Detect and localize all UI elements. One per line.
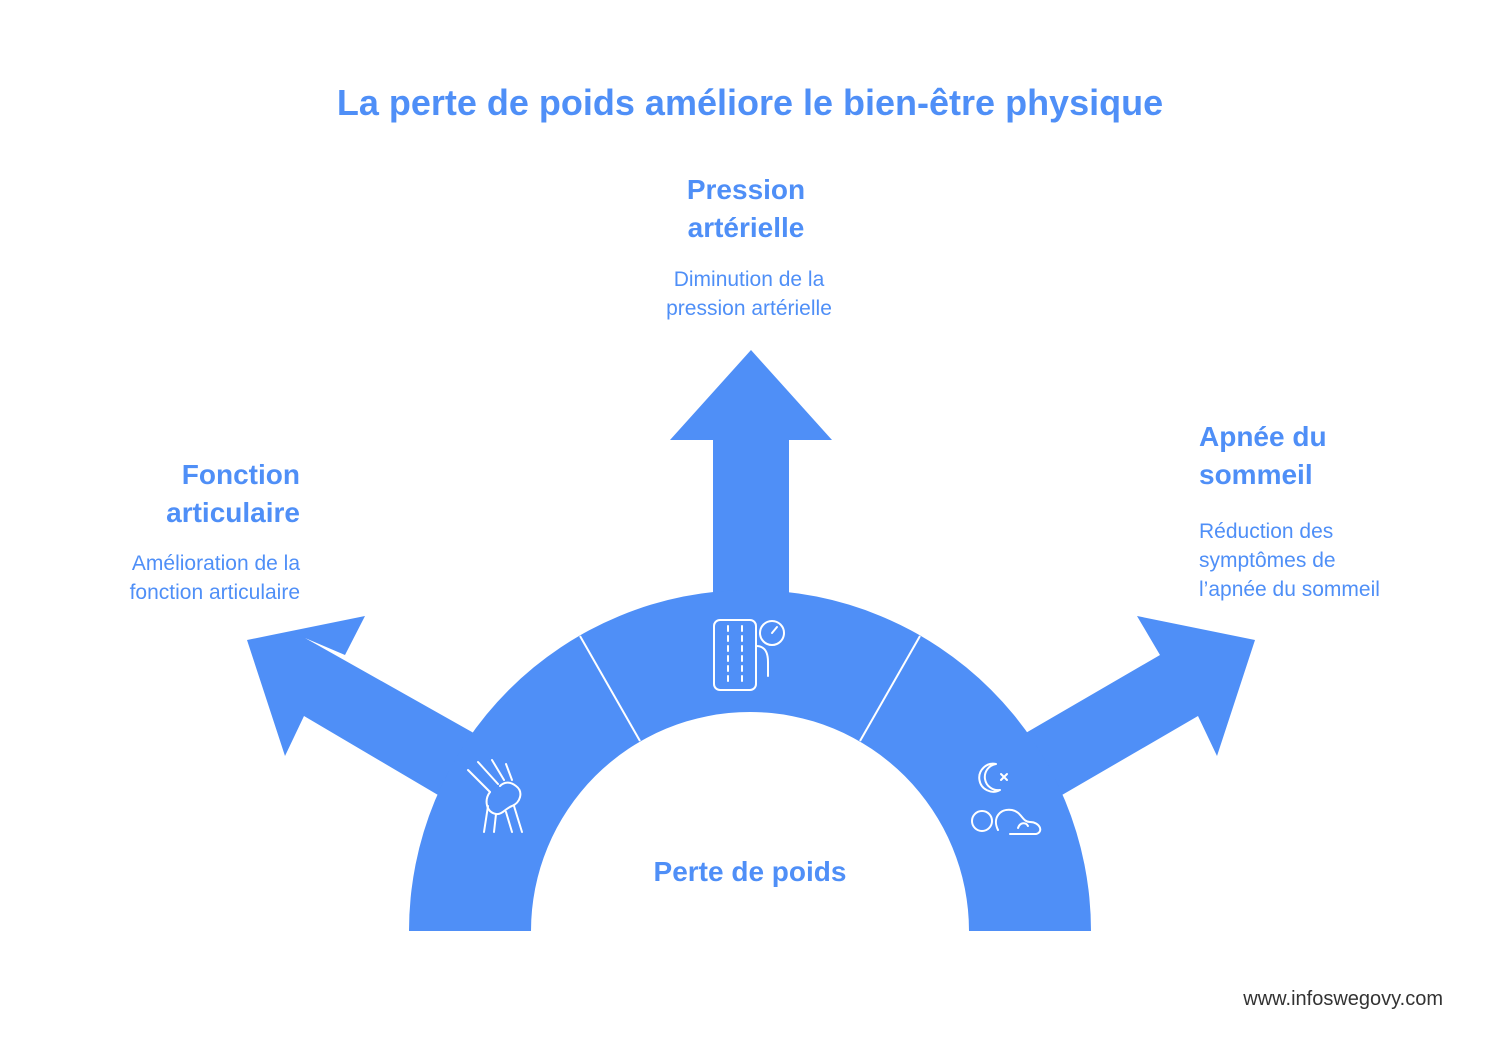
item-desc-blood-pressure: Diminution de la pression artérielle [600, 265, 898, 323]
item-desc-line: Diminution de la [673, 268, 825, 291]
item-title-line: Fonction [181, 459, 300, 490]
arrow-up [670, 350, 832, 600]
item-title-line: articulaire [166, 497, 300, 528]
arc-band [409, 590, 1091, 931]
page-title: La perte de poids améliore le bien-être … [336, 82, 1164, 123]
item-title-line: artérielle [687, 212, 805, 243]
item-desc-line: l’apnée du sommeil [1199, 578, 1380, 601]
item-title-joint-function: Fonction articulaire [100, 456, 300, 532]
arrow-left [247, 616, 495, 795]
item-desc-joint-function: Amélioration de la fonction articulaire [60, 549, 300, 607]
item-desc-line: pression artérielle [666, 297, 832, 320]
item-desc-sleep-apnea: Réduction des symptômes de l’apnée du so… [1199, 517, 1459, 604]
arc-divider-left [579, 635, 641, 742]
item-desc-line: Amélioration de la [131, 552, 300, 575]
item-title-line: Pression [686, 174, 806, 205]
center-label: Perte de poids [653, 856, 847, 887]
item-desc-line: fonction articulaire [129, 581, 300, 604]
item-title-line: sommeil [1199, 459, 1313, 490]
sleep-apnea-icon [971, 762, 1042, 835]
arrow-right [1005, 616, 1255, 795]
footer-url[interactable]: www.infoswegovy.com [1243, 988, 1443, 1010]
item-title-line: Apnée du [1199, 421, 1327, 452]
arc-divider-right [859, 635, 921, 742]
item-desc-line: symptômes de [1199, 549, 1336, 572]
item-desc-line: Réduction des [1199, 520, 1334, 543]
blood-pressure-cuff-icon [713, 619, 785, 691]
knee-joint-icon [467, 759, 523, 833]
item-title-sleep-apnea: Apnée du sommeil [1199, 418, 1459, 494]
item-title-blood-pressure: Pression artérielle [600, 171, 892, 247]
